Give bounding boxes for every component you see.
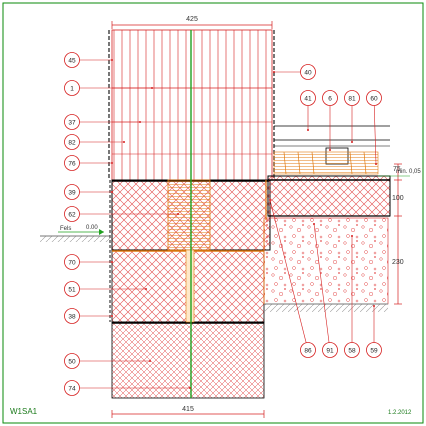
callout-label: 70 — [68, 259, 76, 266]
callout-38: 38 — [64, 308, 113, 324]
dimension-bottom: 415 — [111, 406, 265, 418]
ground-level-marker: Fels 0.00 — [58, 225, 104, 235]
callout-label: 40 — [304, 69, 312, 76]
upper-wall — [108, 29, 275, 181]
callout-label: 37 — [68, 119, 76, 126]
callout-label: 74 — [68, 385, 76, 392]
callout-label: 41 — [304, 95, 312, 102]
left-ground — [40, 180, 111, 322]
callout-59: 59 — [366, 305, 382, 358]
callout-label: 45 — [68, 57, 76, 64]
callout-70: 70 — [64, 254, 113, 270]
callouts: 45 1 37 82 76 39 62 70 51 38 50 74 40 41 6 81 60 86 91 58 59 — [64, 52, 382, 396]
callout-76: 76 — [64, 155, 113, 171]
callout-41: 41 — [300, 90, 316, 131]
callout-82: 82 — [64, 134, 125, 150]
foundation — [111, 321, 265, 399]
callout-91: 91 — [313, 223, 338, 358]
callout-label: 76 — [68, 160, 76, 167]
callout-label: 39 — [68, 189, 76, 196]
floor-structure — [263, 125, 391, 312]
dim-100: 100 — [392, 195, 404, 202]
callout-37: 37 — [64, 114, 141, 130]
callout-81: 81 — [344, 90, 360, 143]
callout-51: 51 — [64, 281, 147, 297]
callout-40: 40 — [273, 64, 316, 80]
dimension-top: 425 — [111, 16, 273, 29]
callout-label: 60 — [370, 95, 378, 102]
callout-label: 51 — [68, 286, 76, 293]
dim-230: 230 — [392, 259, 404, 266]
callout-58: 58 — [344, 235, 360, 358]
callout-label: 82 — [68, 139, 76, 146]
callout-1: 1 — [64, 80, 153, 96]
callout-label: 86 — [304, 347, 312, 354]
dimension-right: 75 100 230 min. 0,05 — [378, 163, 421, 305]
callout-label: 6 — [328, 95, 332, 102]
min-note: min. 0,05 — [396, 169, 421, 175]
callout-label: 81 — [348, 95, 356, 102]
callout-label: 50 — [68, 358, 76, 365]
callout-label: 38 — [68, 313, 76, 320]
callout-39: 39 — [64, 184, 113, 200]
sheet-date: 1.2.2012 — [388, 410, 412, 416]
callout-74: 74 — [64, 380, 191, 396]
callout-50: 50 — [64, 353, 151, 369]
dimension-bottom-label: 415 — [182, 406, 194, 413]
callout-86: 86 — [269, 199, 316, 358]
ground-level: 0.00 — [86, 225, 98, 231]
callout-label: 62 — [68, 211, 76, 218]
callout-62: 62 — [64, 206, 179, 222]
dimension-top-label: 425 — [186, 16, 198, 23]
callout-6: 6 — [322, 90, 338, 151]
callout-label: 58 — [348, 347, 356, 354]
callout-label: 59 — [370, 347, 378, 354]
sheet-code: W1SA1 — [10, 407, 38, 416]
callout-label: 91 — [326, 347, 334, 354]
callout-45: 45 — [64, 52, 113, 68]
insulation-column — [167, 179, 211, 323]
ground-label: Fels — [60, 226, 71, 232]
dim-75: 75 — [393, 166, 401, 173]
callout-60: 60 — [366, 90, 382, 165]
callout-label: 1 — [70, 85, 74, 92]
